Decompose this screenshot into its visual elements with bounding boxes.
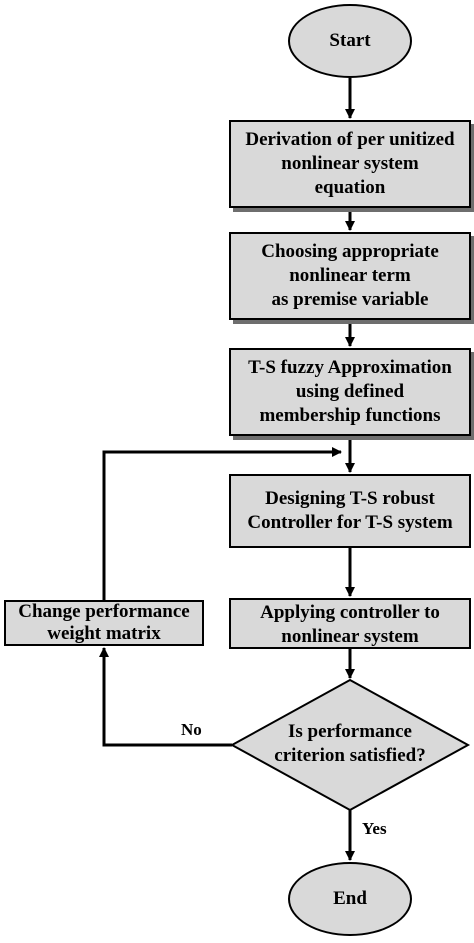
start-terminal: Start bbox=[288, 4, 412, 78]
yes-label: Yes bbox=[362, 819, 387, 838]
arrow-decision-no-to-change bbox=[99, 647, 232, 747]
applying-label: Applying controller to nonlinear system bbox=[260, 602, 440, 647]
end-label: End bbox=[333, 888, 367, 909]
change-weight-label: Change performance weight matrix bbox=[18, 601, 190, 644]
choosing-step: Choosing appropriate nonlinear term as p… bbox=[229, 232, 471, 320]
decision-label: Is performance criterion satisfied? bbox=[274, 721, 426, 766]
end-terminal: End bbox=[288, 862, 412, 936]
designing-step: Designing T-S robust Controller for T-S … bbox=[229, 474, 471, 548]
designing-label: Designing T-S robust Controller for T-S … bbox=[247, 488, 453, 533]
applying-step: Applying controller to nonlinear system bbox=[229, 598, 471, 649]
fuzzy-approximation-label: T-S fuzzy Approximation using defined me… bbox=[248, 357, 452, 426]
fuzzy-approximation-step: T-S fuzzy Approximation using defined me… bbox=[229, 348, 471, 436]
derivation-label: Derivation of per unitized nonlinear sys… bbox=[245, 129, 455, 198]
change-weight-step: Change performance weight matrix bbox=[4, 600, 204, 646]
no-label: No bbox=[181, 720, 202, 739]
start-label: Start bbox=[329, 30, 371, 51]
arrow-change-loop-back bbox=[102, 447, 342, 600]
choosing-label: Choosing appropriate nonlinear term as p… bbox=[261, 241, 439, 310]
derivation-step: Derivation of per unitized nonlinear sys… bbox=[229, 120, 471, 208]
decision-diamond bbox=[229, 678, 471, 812]
